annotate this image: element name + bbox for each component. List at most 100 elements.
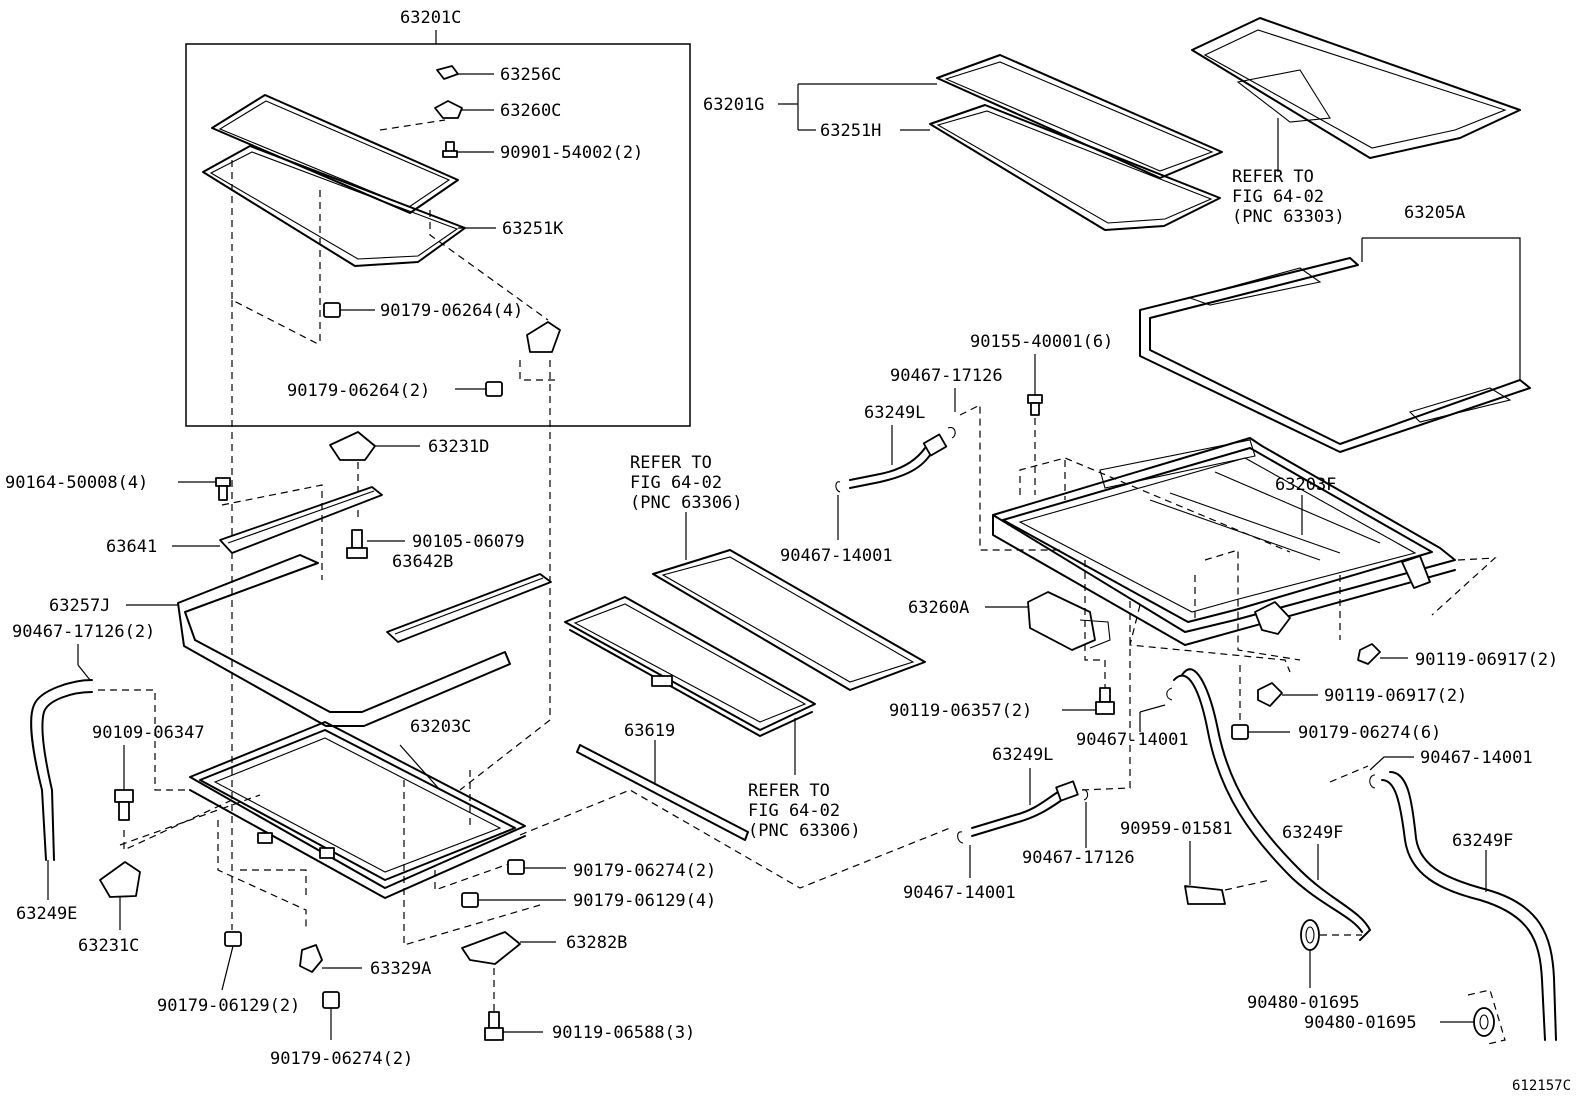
callout-90105[interactable]: 90105-06079 [412,532,525,552]
callout-63251k[interactable]: 63251K [502,219,564,239]
callout-90119-06588[interactable]: 90119-06588(3) [552,1023,695,1043]
callout-90467-17126-top[interactable]: 90467-17126 [890,366,1003,386]
callout-90480-01695-b[interactable]: 90480-01695 [1304,1013,1417,1033]
nut-90179-a: 90179-06264(4) [323,301,523,321]
callout-63619[interactable]: 63619 [624,721,675,741]
callout-90480-01695-a[interactable]: 90480-01695 [1247,993,1360,1013]
ref-63306-line2[interactable]: FIG 64-02 [630,473,722,493]
callout-63201c[interactable]: 63201C [400,8,461,28]
callout-90179-06129-2[interactable]: 90179-06129(2) [157,996,300,1016]
callout-63282b[interactable]: 63282B [566,933,627,953]
headliner-trim [1191,17,1521,172]
hose-63249l-top [849,433,948,489]
callout-63249l-top[interactable]: 63249L [864,403,925,423]
nut-90179-e: 90179-06129(4) [461,891,716,911]
callout-63256c[interactable]: 63256C [500,65,561,85]
callout-63260c[interactable]: 63260C [500,101,561,121]
bolt-90109: 90109-06347 [92,723,205,821]
callout-63231c[interactable]: 63231C [78,936,139,956]
callout-90109[interactable]: 90109-06347 [92,723,205,743]
callout-90467-17126-low[interactable]: 90467-17126 [1022,848,1135,868]
ref-63306b-line3[interactable]: (PNC 63306) [748,821,861,841]
callout-90901[interactable]: 90901-54002(2) [500,143,643,163]
callout-63249l-low[interactable]: 63249L [992,745,1053,765]
callout-90467-14001-top[interactable]: 90467-14001 [780,546,893,566]
callout-90467-14001-right[interactable]: 90467-14001 [1420,748,1533,768]
ref-63306-line3[interactable]: (PNC 63306) [630,493,743,513]
bracket-63282b: 63282B [461,931,627,965]
callout-63642b[interactable]: 63642B [392,552,453,572]
ref-63306b-line1[interactable]: REFER TO [748,781,830,801]
callout-90119-06917-a[interactable]: 90119-06917(2) [1415,650,1558,670]
callout-63641[interactable]: 63641 [106,537,157,557]
bolt-90119-a: 90119-06588(3) [484,968,695,1043]
callout-63249e[interactable]: 63249E [16,904,77,924]
ref-63303-line2[interactable]: FIG 64-02 [1232,187,1324,207]
grommet-90480-a: 90480-01695 [1247,919,1360,1013]
callout-63251h[interactable]: 63251H [820,121,881,141]
ref-63306b-line2[interactable]: FIG 64-02 [748,801,840,821]
drive-cable-63205a: 63205A [1139,203,1531,453]
glass-panel-63201c [202,94,466,267]
bracket-63231c: 63231C [78,861,141,956]
hose-63249l-low [971,780,1079,837]
callout-63260a[interactable]: 63260A [908,598,969,618]
bolt-90119-b: 90119-06357(2) [889,687,1115,721]
nut-90179-b: 90179-06264(2) [287,381,503,401]
callout-63249f-right[interactable]: 63249F [1452,831,1513,851]
callout-90119-06357[interactable]: 90119-06357(2) [889,701,1032,721]
ref-63303-line1[interactable]: REFER TO [1232,167,1314,187]
clip-63329a: 63329A [299,944,431,979]
clamp-90959: 90959-01581 [1120,819,1233,905]
callout-63203f[interactable]: 63203F [1275,475,1336,495]
bracket-63231d: 63231D [329,431,489,461]
callout-90179-06264-4[interactable]: 90179-06264(4) [380,301,523,321]
callout-90467-17126-2[interactable]: 90467-17126(2) [12,622,155,642]
bracket-right-hinge [526,321,561,353]
hose-63249f-mid: 63249F [1173,668,1371,941]
sunshade-upper [652,512,926,691]
callout-bracket-63201g [778,83,937,131]
nut-90179-d: 90179-06274(2) [270,991,413,1069]
callout-63257j[interactable]: 63257J [49,596,110,616]
callout-90155[interactable]: 90155-40001(6) [970,332,1113,352]
callout-90467-14001-mid[interactable]: 90467-14001 [1076,730,1189,750]
screw-90901: 90901-54002(2) [442,141,643,163]
callout-90164[interactable]: 90164-50008(4) [5,473,148,493]
callout-90179-06274-6[interactable]: 90179-06274(6) [1298,723,1441,743]
callout-90179-06129-4[interactable]: 90179-06129(4) [573,891,716,911]
clip-63256c: 63256C [436,65,561,85]
bracket-63260c: 63260C [434,100,561,121]
callout-90179-06264-2[interactable]: 90179-06264(2) [287,381,430,401]
callout-90467-14001-low[interactable]: 90467-14001 [903,883,1016,903]
frame-63203f: 63203F [992,437,1456,646]
screw-90105: 90105-06079 [346,529,525,559]
glass-63201g [929,54,1223,231]
callout-90119-06917-b[interactable]: 90119-06917(2) [1324,686,1467,706]
seal-63257j: 63257J [49,554,511,727]
nut-90179-f: 90179-06274(2) [507,859,716,881]
callout-90959[interactable]: 90959-01581 [1120,819,1233,839]
nut-90179-g: 90179-06274(6) [1231,723,1441,743]
callout-63201g[interactable]: 63201G [703,95,764,115]
frame-63203c: 63203C [189,717,526,899]
callout-90179-06274-2-mid[interactable]: 90179-06274(2) [573,861,716,881]
figure-id: 612157C [1512,1078,1571,1094]
callout-63205a[interactable]: 63205A [1404,203,1465,223]
sunshade-lower [564,596,816,775]
screw-90155: 90155-40001(6) [970,332,1113,416]
callout-63203c[interactable]: 63203C [410,717,471,737]
assembly-group-63201c: 63201C [185,8,691,427]
callout-63249f-mid[interactable]: 63249F [1282,823,1343,843]
callout-63231d[interactable]: 63231D [428,437,489,457]
ref-63306-line1[interactable]: REFER TO [630,453,712,473]
nut-90179-c: 90179-06129(2) [157,931,300,1016]
ref-63303-line3[interactable]: (PNC 63303) [1232,207,1345,227]
rail-63641: 63641 [106,486,383,557]
hose-63249f-right: 63249F [1381,771,1557,1041]
drain-hose-63249e: 63249E [16,679,93,924]
callout-90179-06274-2-lower[interactable]: 90179-06274(2) [270,1049,413,1069]
motor-63260a: 63260A [908,591,1111,651]
callout-63329a[interactable]: 63329A [370,959,431,979]
